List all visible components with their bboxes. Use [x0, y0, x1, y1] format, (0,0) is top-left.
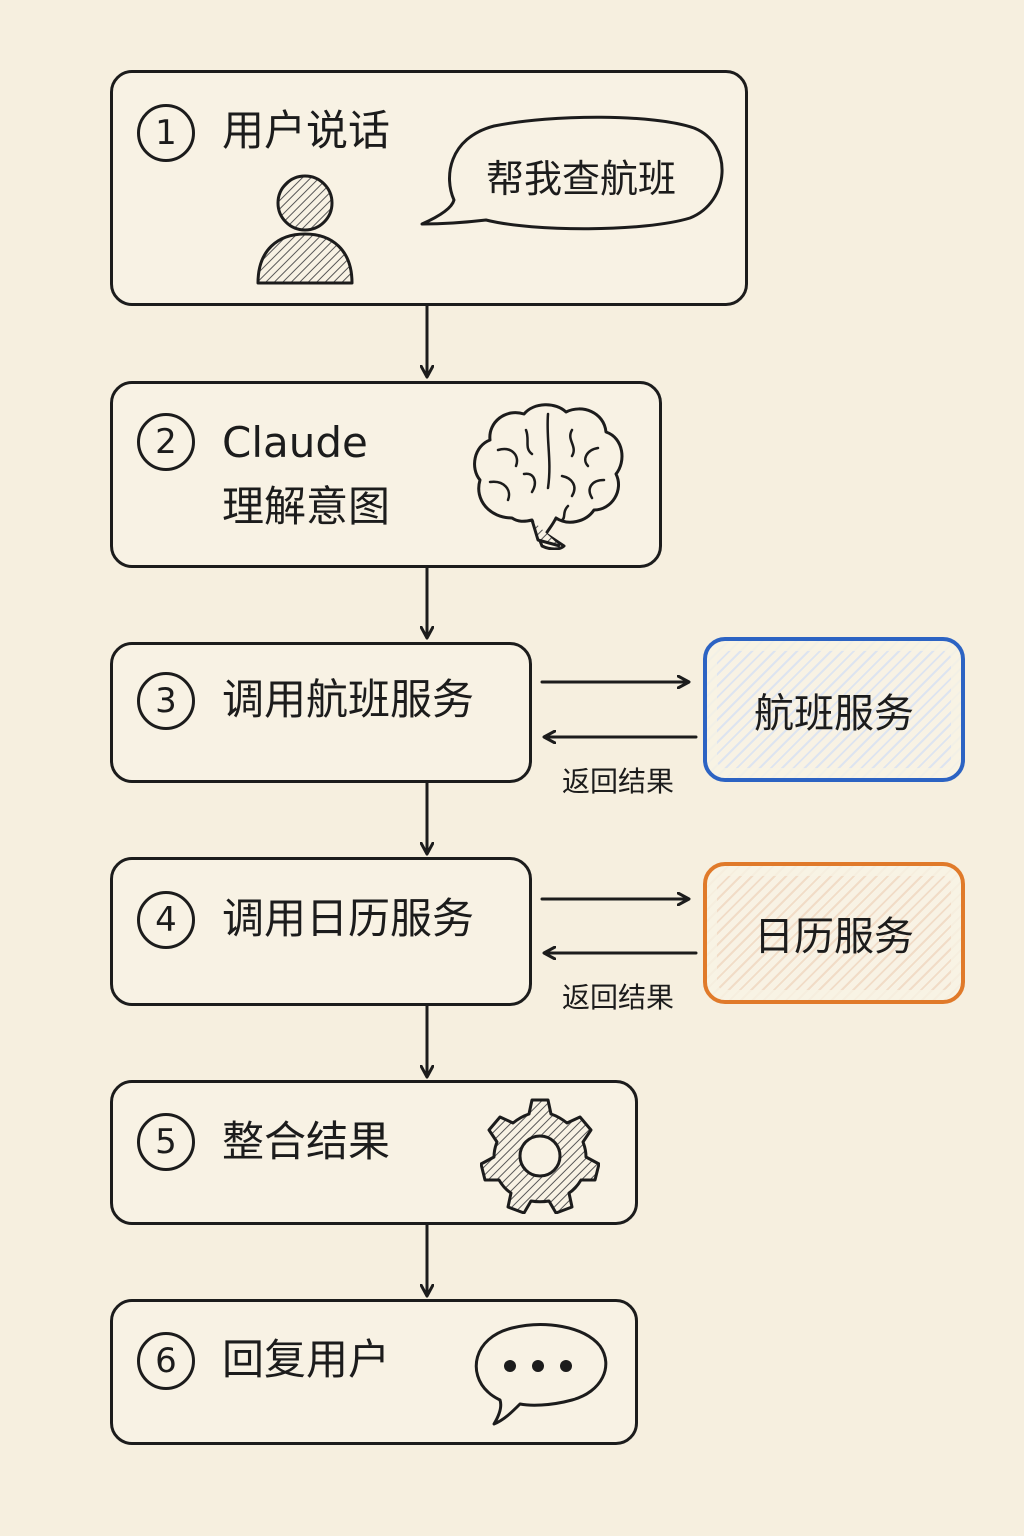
- step-6-label: 回复用户: [222, 1335, 391, 1384]
- step-4-label: 调用日历服务: [222, 894, 475, 943]
- chat-bubble-icon: [474, 1323, 608, 1426]
- step-1-label: 用户说话: [222, 106, 391, 155]
- step-5-label: 整合结果: [222, 1117, 391, 1166]
- person-icon: [256, 174, 354, 285]
- step-2-number: 2: [137, 413, 195, 471]
- speech-bubble-text: 帮我查航班: [486, 157, 677, 201]
- gear-icon: [480, 1098, 600, 1214]
- calendar-return-label: 返回结果: [562, 981, 675, 1014]
- step-5-number: 5: [137, 1113, 195, 1171]
- step-2-label-line2: 理解意图: [222, 482, 391, 531]
- flight-service-box: 航班服务: [703, 637, 965, 782]
- step-1-number: 1: [137, 104, 195, 162]
- step-3-number: 3: [137, 672, 195, 730]
- flight-return-label: 返回结果: [562, 765, 675, 798]
- calendar-service-box: 日历服务: [703, 862, 965, 1004]
- step-4-number: 4: [137, 891, 195, 949]
- brain-icon: [473, 403, 624, 550]
- step-2-label-line1: Claude: [222, 418, 368, 467]
- step-6-number: 6: [137, 1332, 195, 1390]
- step-3-label: 调用航班服务: [222, 675, 475, 724]
- speech-bubble-icon: [420, 115, 724, 231]
